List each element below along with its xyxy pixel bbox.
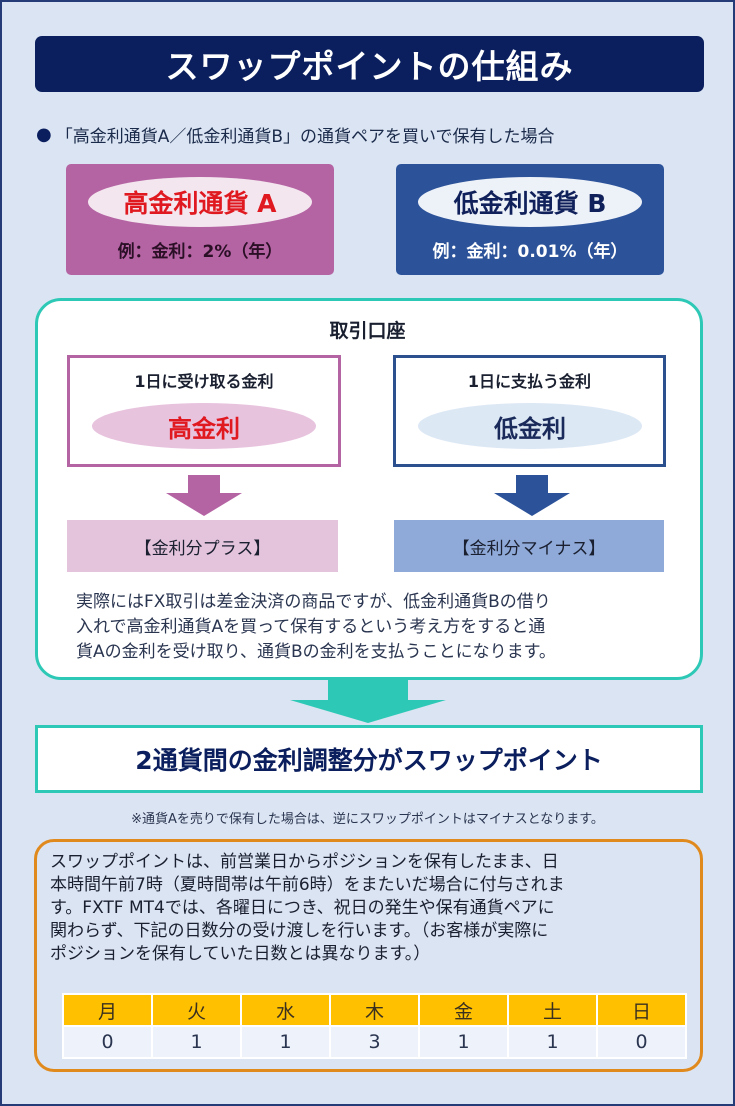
down-arrow-icon-pink	[166, 475, 242, 516]
account-title: 取引口座	[329, 320, 406, 342]
day-value-wed: 1	[240, 1025, 331, 1059]
info-line: 本時間午前7時（夏時間帯は午前6時）をまたいだ場合に付与されま	[50, 875, 565, 895]
info-line: す。FXTF MT4では、各曜日につき、祝日の発生や保有通貨ペアに	[50, 898, 555, 918]
day-value-mon: 0	[62, 1025, 153, 1059]
currency-b-example: 例：金利：0.01%（年）	[432, 242, 628, 262]
interest-plus-box: 【金利分プラス】	[67, 520, 338, 572]
low-interest-ellipse: 低金利	[418, 403, 642, 449]
currency-a-card: 高金利通貨 A 例：金利：2%（年）	[66, 164, 334, 275]
day-value-fri: 1	[418, 1025, 509, 1059]
account-explanation-line: 貨Aの金利を受け取り、通貨Bの金利を支払うことになります。	[76, 642, 556, 662]
account-explanation-line: 実際にはFX取引は差金決済の商品ですが、低金利通貨Bの借り	[76, 592, 551, 612]
day-header-tue: 火	[151, 993, 242, 1027]
day-header-wed: 水	[240, 993, 331, 1027]
pay-interest-box: 1日に支払う金利 低金利	[393, 355, 666, 467]
intro-text: 「高金利通貨A／低金利通貨B」の通貨ペアを買いで保有した場合	[55, 126, 555, 147]
bullet-icon: ●	[36, 123, 52, 145]
page-title: スワップポイントの仕組み	[35, 36, 704, 92]
down-arrow-icon-teal	[290, 678, 446, 723]
currency-b-name: 低金利通貨 B	[418, 177, 642, 227]
info-line: ポジションを保有していた日数とは異なります。）	[50, 944, 431, 964]
receive-interest-box: 1日に受け取る金利 高金利	[67, 355, 341, 467]
account-explanation: 実際にはFX取引は差金決済の商品ですが、低金利通貨Bの借り 入れで高金利通貨Aを…	[76, 590, 666, 670]
receive-interest-label: 1日に受け取る金利	[134, 372, 274, 391]
day-header-sat: 土	[507, 993, 598, 1027]
pay-interest-label: 1日に支払う金利	[467, 372, 592, 391]
day-header-mon: 月	[62, 993, 153, 1027]
currency-a-name: 高金利通貨 A	[88, 177, 312, 227]
intro-line: ● 「高金利通貨A／低金利通貨B」の通貨ペアを買いで保有した場合	[36, 122, 716, 147]
swap-point-result: 2通貨間の金利調整分がスワップポイント	[35, 725, 703, 793]
info-line: スワップポイントは、前営業日からポジションを保有したまま、日	[50, 852, 559, 872]
day-value-thu: 3	[329, 1025, 420, 1059]
currency-b-card: 低金利通貨 B 例：金利：0.01%（年）	[396, 164, 664, 275]
day-header-sun: 日	[596, 993, 687, 1027]
day-value-sat: 1	[507, 1025, 598, 1059]
account-explanation-line: 入れで高金利通貨Aを買って保有するという考え方をすると通	[76, 617, 546, 637]
day-value-tue: 1	[151, 1025, 242, 1059]
day-header-fri: 金	[418, 993, 509, 1027]
currency-a-example: 例：金利：2%（年）	[117, 242, 283, 262]
interest-minus-box: 【金利分マイナス】	[394, 520, 664, 572]
days-table: 月 火 水 木 金 土 日 0 1 1 3 1 1 0	[62, 993, 687, 1059]
day-value-sun: 0	[596, 1025, 687, 1059]
high-interest-ellipse: 高金利	[92, 403, 316, 449]
sell-note: ※通貨Aを売りで保有した場合は、逆にスワップポイントはマイナスとなります。	[131, 812, 604, 827]
day-header-thu: 木	[329, 993, 420, 1027]
info-text: スワップポイントは、前営業日からポジションを保有したまま、日 本時間午前7時（夏…	[50, 851, 690, 981]
down-arrow-icon-blue	[494, 475, 570, 516]
info-line: 関わらず、下記の日数分の受け渡しを行います。（お客様が実際に	[50, 921, 549, 941]
